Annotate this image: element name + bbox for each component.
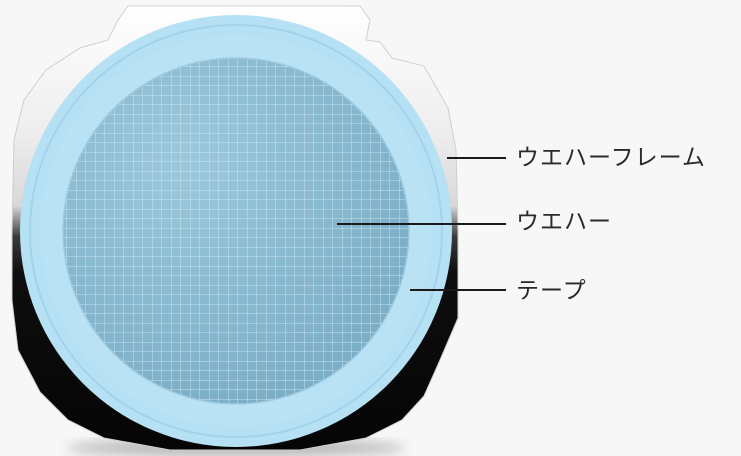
label-wafer: ウエハー [516,211,612,234]
label-wafer-frame: ウエハーフレーム [516,147,706,170]
label-tape: テープ [516,280,587,303]
